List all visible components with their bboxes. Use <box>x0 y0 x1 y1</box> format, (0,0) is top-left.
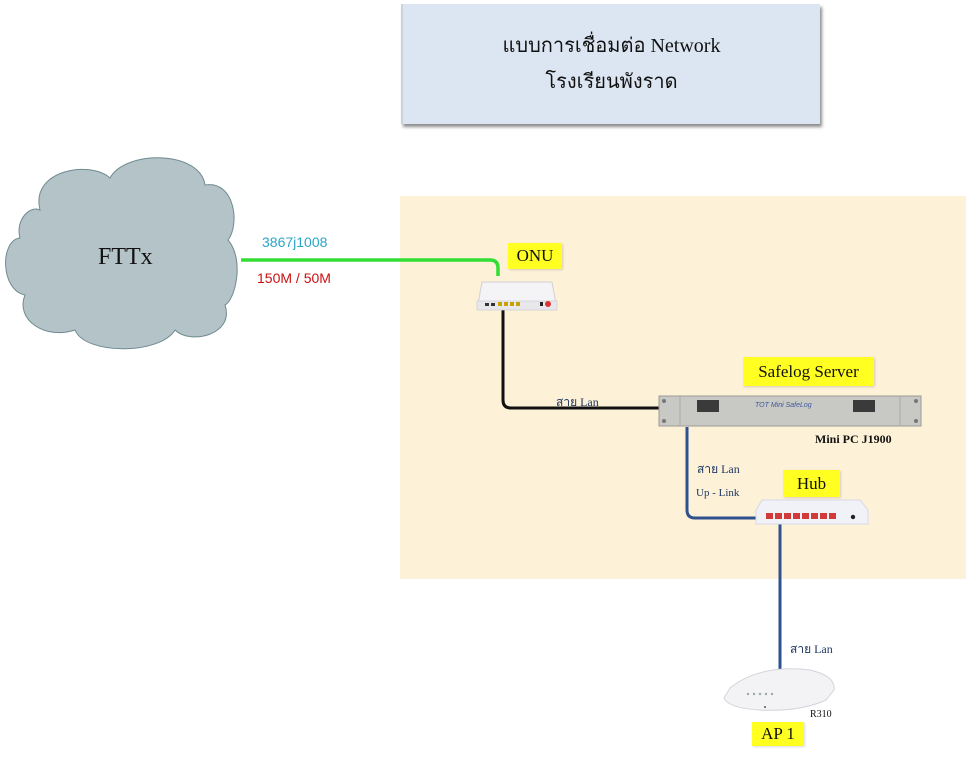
diagram-title: แบบการเชื่อมต่อ Network <box>502 35 721 57</box>
diagram-subtitle: โรงเรียนพังราด <box>545 71 678 93</box>
server-hub-link-label: สาย Lan <box>697 462 740 476</box>
hub-ap-link-label: สาย Lan <box>790 642 833 656</box>
server-brand-text: TOT Mini SafeLog <box>755 402 812 409</box>
lan-link-server-hub <box>685 427 762 520</box>
server-model-label: Mini PC J1900 <box>815 432 892 446</box>
ap-label: AP 1 <box>752 722 804 746</box>
server-label: Safelog Server <box>743 357 874 386</box>
circuit-id-label: 3867j1008 <box>262 234 328 250</box>
ap-model-label: R310 <box>810 709 832 720</box>
lan-link-onu-server <box>501 306 662 410</box>
fttx-cloud-icon <box>5 157 238 350</box>
onu-device-icon <box>476 281 558 311</box>
access-point-icon <box>723 668 835 711</box>
cloud-label: FTTx <box>98 244 153 270</box>
hub-label: Hub <box>783 470 840 497</box>
onu-label: ONU <box>508 243 562 269</box>
uplink-label: Up - Link <box>696 487 740 499</box>
speed-label: 150M / 50M <box>257 270 331 286</box>
onu-server-link-label: สาย Lan <box>556 395 599 409</box>
diagram-title-box: แบบการเชื่อมต่อ Network โรงเรียนพังราด <box>401 4 820 124</box>
hub-device-icon <box>755 499 869 525</box>
cloud-shape <box>5 157 238 350</box>
fiber-link-line <box>241 258 500 276</box>
safelog-server-icon: TOT Mini SafeLog <box>658 395 922 427</box>
